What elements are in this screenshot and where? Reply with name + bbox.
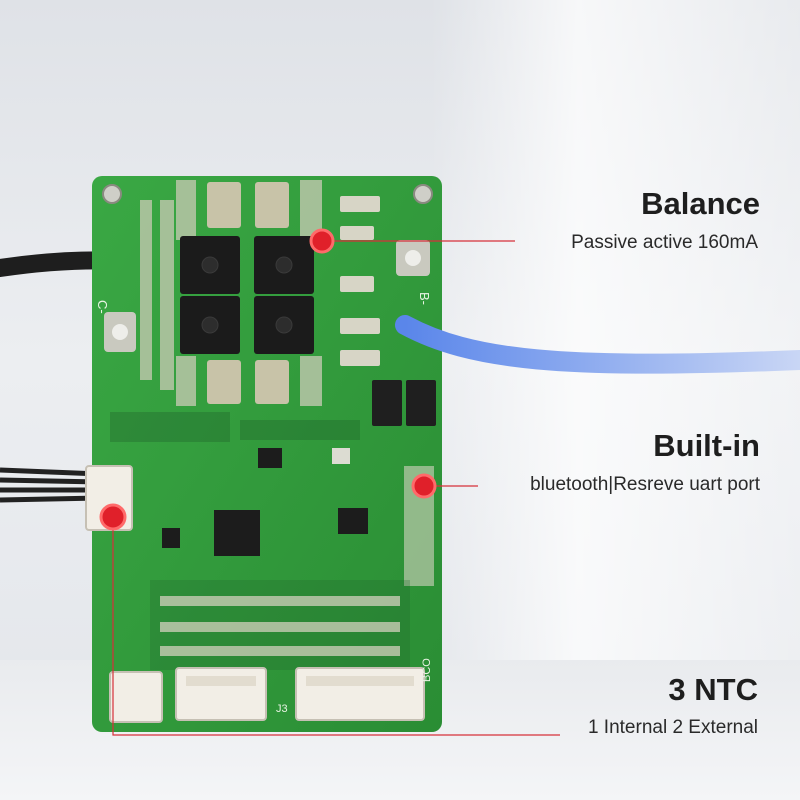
ntc-description: 1 Internal 2 External	[587, 717, 758, 738]
silkscreen-bco: BCO	[421, 658, 433, 682]
builtin-marker	[411, 473, 437, 499]
builtin-description: bluetooth|Resreve uart port	[530, 474, 760, 495]
mounting-holes	[102, 184, 433, 352]
mosfets	[180, 236, 314, 354]
power-traces	[140, 180, 322, 406]
ntc-marker	[99, 503, 127, 531]
diodes	[372, 380, 436, 426]
silkscreen-c-minus: C-	[95, 300, 110, 314]
balance-description: Passive active 160mA	[571, 232, 758, 253]
connectors	[85, 465, 425, 723]
ntc-title: 3 NTC	[668, 672, 758, 707]
callout-markers	[99, 228, 437, 531]
thermal-pads	[207, 182, 289, 404]
balance-marker	[309, 228, 335, 254]
silkscreen-j3: J3	[276, 703, 288, 715]
control-components	[110, 412, 434, 670]
blue-cable	[395, 315, 800, 374]
balance-title: Balance	[641, 186, 760, 221]
balance-resistors	[340, 196, 380, 366]
builtin-title: Built-in	[653, 428, 760, 463]
ntc-leader-line	[112, 517, 560, 736]
silkscreen-b-minus: B-	[417, 292, 432, 305]
